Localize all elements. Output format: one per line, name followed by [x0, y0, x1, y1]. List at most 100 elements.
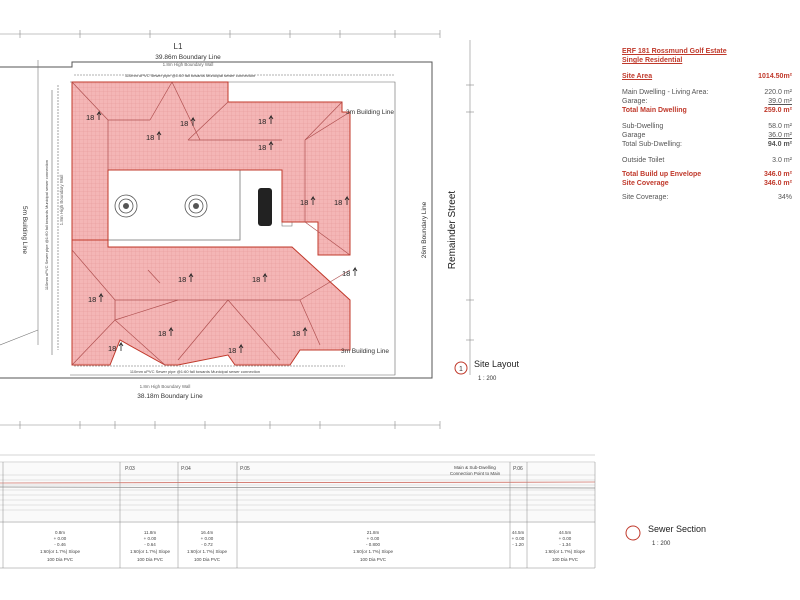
roof-fall-arrow-icon: [238, 343, 244, 353]
roof-pitch-label: 18: [178, 275, 186, 284]
roof-fall-arrow-icon: [262, 272, 268, 282]
schedule-value: 346.0 m²: [763, 180, 792, 187]
schedule-label: Site Coverage: [622, 180, 669, 187]
site-area-value: 1014.50m²: [758, 73, 792, 80]
street-label: Remainder Street: [447, 191, 458, 270]
sewer-pipe: 100 Dia PVC: [47, 557, 74, 562]
sub-garage-row: Garage 36.0 m²: [622, 131, 792, 140]
schedule-label: Total Sub-Dwelling:: [622, 141, 682, 148]
schedule-label: Main Dwelling - Living Area:: [622, 89, 709, 96]
sewer-level: + 0.00: [144, 536, 157, 541]
bottom-dimension-line: [0, 421, 441, 429]
sewer-slope: 1:60(or 1.7%) Slope: [40, 549, 81, 554]
bottom-sewer-label: 110mm uPVC Sewer pipe @1:60 fall towards…: [130, 369, 260, 374]
roof-pitch-label: 18: [334, 198, 342, 207]
site-coverage-percent-row: Site Coverage: 34%: [622, 193, 792, 202]
total-build-up-row: Total Build up Envelope 346.0 m²: [622, 170, 792, 179]
schedule-label: Sub-Dwelling: [622, 123, 664, 130]
sewer-title: Sewer Section: [648, 524, 706, 534]
sewer-level: + 0.00: [512, 536, 525, 541]
total-sub-dwelling-row: Total Sub-Dwelling: 94.0 m²: [622, 140, 792, 149]
project-title-line-2: Single Residential: [622, 57, 683, 64]
site-area-label: Site Area: [622, 73, 653, 80]
roof-fall-arrow-icon: [268, 114, 274, 124]
bottom-wall-label: 1.8m High Boundary Wall: [140, 384, 191, 389]
roof-fall-arrow-icon: [302, 326, 308, 336]
sewer-point-label: P.03: [125, 466, 135, 472]
roof-fall-arrow-icon: [168, 326, 174, 336]
sewer-level: + 0.00: [54, 536, 67, 541]
sewer-level: + 0.00: [201, 536, 214, 541]
roof-pitch-label: 18: [258, 117, 266, 126]
sewer-chainage: 44.5m: [512, 530, 525, 535]
roof-fall-arrow-icon: [188, 272, 194, 282]
roof-fall-arrow-icon: [98, 292, 104, 302]
building-lines: [51, 74, 396, 376]
sub-dwelling-row: Sub-Dwelling 58.0 m²: [622, 122, 792, 131]
site-boundary: [0, 60, 433, 379]
schedule-label: Total Main Dwelling: [622, 107, 687, 114]
project-title-line-1: ERF 181 Rossmund Golf Estate: [622, 48, 727, 55]
sewer-section-marker: Sewer Section 1 : 200: [625, 524, 706, 547]
sewer-slope: 1:60(or 1.7%) Slope: [353, 549, 394, 554]
roof-pitch-label: 18: [252, 275, 260, 284]
schedule-label: Outside Toilet: [622, 157, 665, 164]
right-boundary-label: 26m Boundary Line: [421, 201, 428, 258]
connection-note-1: Main & Sub-Dwelling: [454, 465, 496, 470]
left-wall-label: 1.8m High Boundary Wall: [59, 175, 64, 226]
total-main-dwelling-row: Total Main Dwelling 259.0 m²: [622, 106, 792, 115]
schedule-value: 94.0 m²: [767, 141, 792, 148]
sewer-pipe: 100 Dia PVC: [360, 557, 387, 562]
sewer-chainage: 21.8m: [367, 530, 380, 535]
roof-pitch-label: 18: [180, 119, 188, 128]
sewer-slope: 1:60(or 1.7%) Slope: [130, 549, 171, 554]
schedule-label: Site Coverage:: [622, 194, 669, 201]
sewer-slope: 1:60(or 1.7%) Slope: [545, 549, 586, 554]
view-scale: 1 : 200: [478, 376, 497, 382]
roof-pitch-label: 18: [146, 133, 154, 142]
schedule-value: 346.0 m²: [763, 171, 792, 178]
roof-pitch-label: 18: [108, 344, 116, 353]
roof-pitch-label: 18: [300, 198, 308, 207]
site-coverage-area-row: Site Coverage 346.0 m²: [622, 179, 792, 188]
top-dimension-line: [0, 30, 441, 38]
top-sewer-label: 110mm uPVC Sewer pipe @1:60 fall towards…: [125, 73, 255, 78]
sewer-invert-level: - 0.64: [144, 542, 156, 547]
roof-pitch-label: 18: [258, 143, 266, 152]
connection-note-2: Connection Point to Main: [450, 471, 501, 476]
sewer-scale: 1 : 200: [652, 541, 671, 547]
area-schedule: ERF 181 Rossmund Golf Estate Single Resi…: [622, 47, 792, 202]
roof-fall-arrow-icon: [118, 341, 124, 351]
sewer-pipe: 100 Dia PVC: [137, 557, 164, 562]
main-garage-row: Garage: 39.0 m²: [622, 97, 792, 106]
sewer-chainage: 16.4m: [201, 530, 214, 535]
top-boundary-label: 39.86m Boundary Line: [155, 54, 221, 61]
sewer-pipe: 100 Dia PVC: [552, 557, 579, 562]
sewer-slope: 1:60(or 1.7%) Slope: [187, 549, 228, 554]
sewer-invert-level: - 0.800: [366, 542, 381, 547]
right-dimension-line: [466, 40, 474, 375]
sewer-invert-level: - 0.72: [201, 542, 213, 547]
schedule-value: 34%: [777, 194, 792, 201]
sewer-invert-level: - 1.20: [512, 542, 524, 547]
schedule-value: 220.0 m²: [764, 89, 792, 96]
sewer-invert-level: - 0.46: [54, 542, 66, 547]
site-layout-marker: 1 Site Layout 1 : 200: [454, 359, 520, 382]
courtyard: [107, 169, 293, 241]
building-line-top-label: 3m Building Line: [346, 109, 394, 116]
roof-fall-arrow-icon: [310, 195, 316, 205]
roof-pitch-label: 18: [342, 269, 350, 278]
sewer-invert-level: - 1.34: [559, 542, 571, 547]
roof-fall-arrow-icon: [156, 130, 162, 140]
sewer-chainage: 11.8m: [144, 530, 156, 535]
roof-pitch-label: 18: [228, 346, 236, 355]
sewer-level: + 0.00: [367, 536, 380, 541]
roof-fall-arrow-icon: [268, 140, 274, 150]
outside-toilet-row: Outside Toilet 3.0 m²: [622, 156, 792, 165]
schedule-value: 36.0 m²: [768, 132, 792, 139]
sewer-chainage: 0.8m: [55, 530, 65, 535]
view-title: Site Layout: [474, 359, 520, 369]
sub-dwelling-roof: [71, 239, 351, 366]
